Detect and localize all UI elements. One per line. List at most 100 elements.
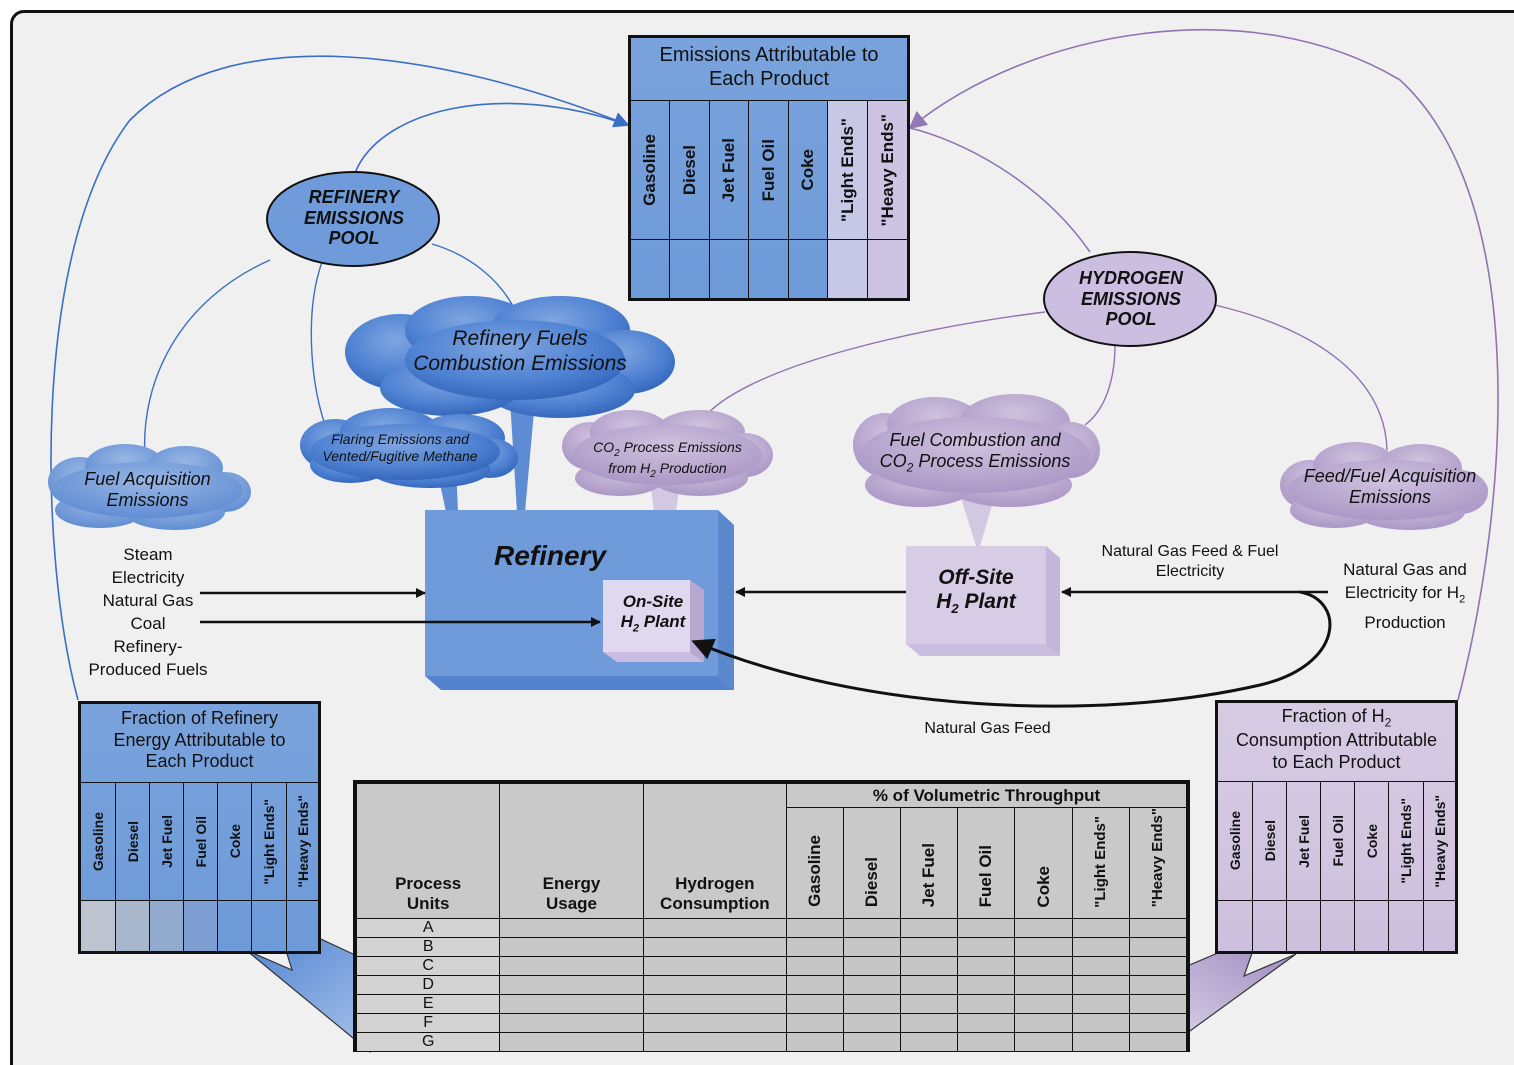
offsite-h2-label: Off-Site H2 Plant [906, 566, 1046, 617]
column-coke: Coke [798, 149, 817, 191]
refinery-fuels-cloud-label: Refinery Fuels Combustion Emissions [390, 327, 650, 377]
table-cell [499, 918, 644, 939]
co2-line-2-sub: 2 [650, 468, 656, 480]
h2-fraction-columns: Gasoline Diesel Jet Fuel Fuel Oil Coke "… [1218, 781, 1455, 951]
table-cell [642, 1032, 787, 1053]
co2-line-1-sub: 2 [614, 447, 620, 459]
energy-usage-header-l1: Energy [542, 874, 601, 894]
ng-feed-fuel-label: Natural Gas Feed & Fuel Electricity [1090, 542, 1290, 582]
hydrogen-pool-ellipse [1043, 251, 1217, 347]
refinery-inputs-list: Steam Electricity Natural Gas Coal Refin… [68, 543, 228, 681]
rf-column-diesel: Diesel [124, 820, 141, 863]
feed-fuel-cloud-label: Feed/Fuel Acquisition Emissions [1290, 466, 1490, 508]
column-heavy-ends: "Heavy Ends" [877, 113, 897, 227]
table-cell [642, 975, 787, 996]
input-coal: Coal [130, 614, 166, 633]
refinery-fuels-line-1: Refinery Fuels [452, 327, 588, 350]
h2-fraction-title: Fraction of H2 Consumption Attributable … [1218, 703, 1455, 781]
flaring-cloud [300, 408, 518, 488]
table-cell [642, 918, 787, 939]
ng-feed-fuel-line-2: Electricity [1155, 563, 1225, 580]
table-cell [843, 956, 902, 977]
table-cell [1128, 956, 1188, 977]
pt-column-diesel: Diesel [862, 857, 882, 908]
offsite-line-1: Off-Site [938, 566, 1014, 589]
emissions-title-line-1: Emissions Attributable to [659, 44, 879, 66]
hf-column-diesel: Diesel [1261, 820, 1278, 862]
feed-fuel-line-1: Feed/Fuel Acquisition [1303, 466, 1477, 486]
fuel-combustion-cloud-label: Fuel Combustion and CO2 Process Emission… [860, 430, 1090, 475]
column-gasoline: Gasoline [640, 134, 659, 206]
hydrogen-pool-connectors [701, 28, 1499, 701]
refinery-fraction-title: Fraction of Refinery Energy Attributable… [81, 704, 318, 782]
table-cell [1014, 1032, 1073, 1053]
fuel-combustion-line-1: Fuel Combustion and [889, 430, 1061, 450]
table-cell [1014, 937, 1073, 958]
emissions-by-product-table: Emissions Attributable to Each Product G… [628, 35, 910, 301]
table-cell [957, 937, 1016, 958]
hydrogen-consumption-header-l2: Consumption [660, 894, 770, 914]
table-cell [843, 1013, 902, 1034]
table-cell [957, 1032, 1016, 1053]
refinery-fuels-line-2: Combustion Emissions [413, 351, 627, 375]
table-cell [499, 1013, 644, 1034]
pt-column-jet-fuel: Jet Fuel [919, 843, 939, 908]
table-cell [1071, 994, 1130, 1015]
table-cell [1014, 918, 1073, 939]
ng-electricity-h2-label: Natural Gas and Electricity for H2 Produ… [1325, 558, 1485, 634]
table-row: F [355, 1013, 1188, 1034]
emissions-table-columns: Gasoline Diesel Jet Fuel Fuel Oil Coke "… [631, 100, 907, 298]
table-cell [1128, 994, 1188, 1015]
table-cell [1014, 956, 1073, 977]
table-row: D [355, 975, 1188, 996]
refinery-pool-ellipse [266, 171, 440, 267]
table-cell [499, 975, 644, 996]
pt-column-coke: Coke [1033, 865, 1053, 908]
flaring-line-2: Vented/Fugitive Methane [322, 447, 478, 464]
input-electricity: Electricity [111, 568, 185, 587]
co2-process-cloud-label: CO2 Process Emissions from H2 Production [570, 439, 765, 480]
hf-column-jet-fuel: Jet Fuel [1295, 814, 1312, 868]
input-steam: Steam [123, 545, 173, 564]
onsite-line-1: On-Site [622, 592, 684, 611]
offsite-line-2a: H [936, 590, 952, 614]
h2-fraction-title-2: Consumption Attributable [1235, 729, 1438, 750]
input-refinery-produced-2: Produced Fuels [88, 660, 208, 679]
table-cell [1014, 994, 1073, 1015]
rf-column-light-ends: "Light Ends" [261, 798, 277, 885]
table-cell [1071, 918, 1130, 939]
table-cell [785, 994, 845, 1015]
table-cell [1014, 975, 1073, 996]
table-cell [957, 975, 1016, 996]
refinery-fraction-title-1: Fraction of Refinery [120, 708, 279, 728]
table-cell [843, 1032, 902, 1053]
column-fuel-oil: Fuel Oil [758, 138, 778, 202]
table-cell [642, 994, 787, 1015]
column-light-ends: "Light Ends" [837, 118, 857, 222]
table-cell [900, 956, 959, 977]
table-row: A [355, 918, 1188, 939]
rf-column-gasoline: Gasoline [90, 811, 106, 872]
table-cell [843, 918, 902, 939]
input-refinery-produced-1: Refinery- [113, 637, 183, 656]
table-cell [499, 956, 644, 977]
table-row: E [355, 994, 1188, 1015]
refinery-energy-fraction-table: Fraction of Refinery Energy Attributable… [78, 701, 321, 954]
table-cell [642, 956, 787, 977]
table-cell [900, 975, 959, 996]
column-jet-fuel: Jet Fuel [719, 137, 738, 203]
hydrogen-emissions-pool: HYDROGEN EMISSIONS POOL [1045, 268, 1217, 330]
flaring-line-1: Flaring Emissions and [331, 431, 469, 447]
table-cell [1128, 918, 1188, 939]
pt-column-gasoline: Gasoline [805, 835, 825, 908]
table-cell [1071, 1032, 1130, 1053]
ng-feed-fuel-line-1: Natural Gas Feed & Fuel [1101, 543, 1279, 560]
hf-column-light-ends: "Light Ends" [1398, 798, 1414, 884]
ng-electricity-line-1: Natural Gas and [1343, 560, 1467, 579]
hydrogen-pool-line-3: POOL [1105, 309, 1157, 330]
